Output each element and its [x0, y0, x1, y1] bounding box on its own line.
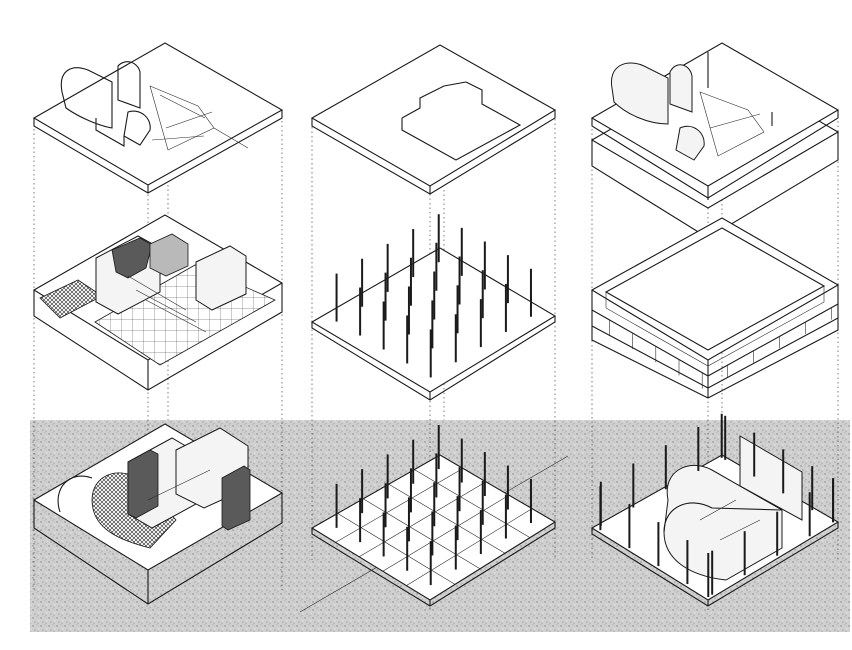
grid-line: [382, 494, 510, 572]
grid-line: [406, 508, 533, 586]
ribbon-window-band: [590, 217, 840, 399]
column-enclosure: [590, 42, 840, 612]
roof-plan: [32, 42, 284, 194]
grid-line: [359, 481, 487, 558]
grid-line: [414, 469, 531, 538]
grid-line: [363, 498, 481, 570]
grid-line: [335, 468, 464, 543]
ground-floor-columns: [310, 425, 557, 607]
ground-floor-grid: [335, 468, 533, 586]
ground-floor-plan: [32, 423, 284, 605]
first-floor-plan: [32, 214, 284, 391]
ground-floor-curved-wall: [590, 413, 840, 607]
column-structure: [299, 44, 569, 613]
grid-line: [388, 483, 506, 554]
roof-walls: [590, 42, 840, 239]
roof-slab: [310, 44, 557, 195]
first-floor-column-group: [335, 214, 532, 378]
grid-line: [337, 513, 456, 585]
ground-floor-column-group: [335, 425, 532, 586]
ribbon-window-mullions: [609, 307, 832, 389]
first-floor-columns: [310, 214, 557, 401]
ground-floor-perimeter-columns: [599, 413, 835, 598]
column-plans: [32, 42, 284, 605]
